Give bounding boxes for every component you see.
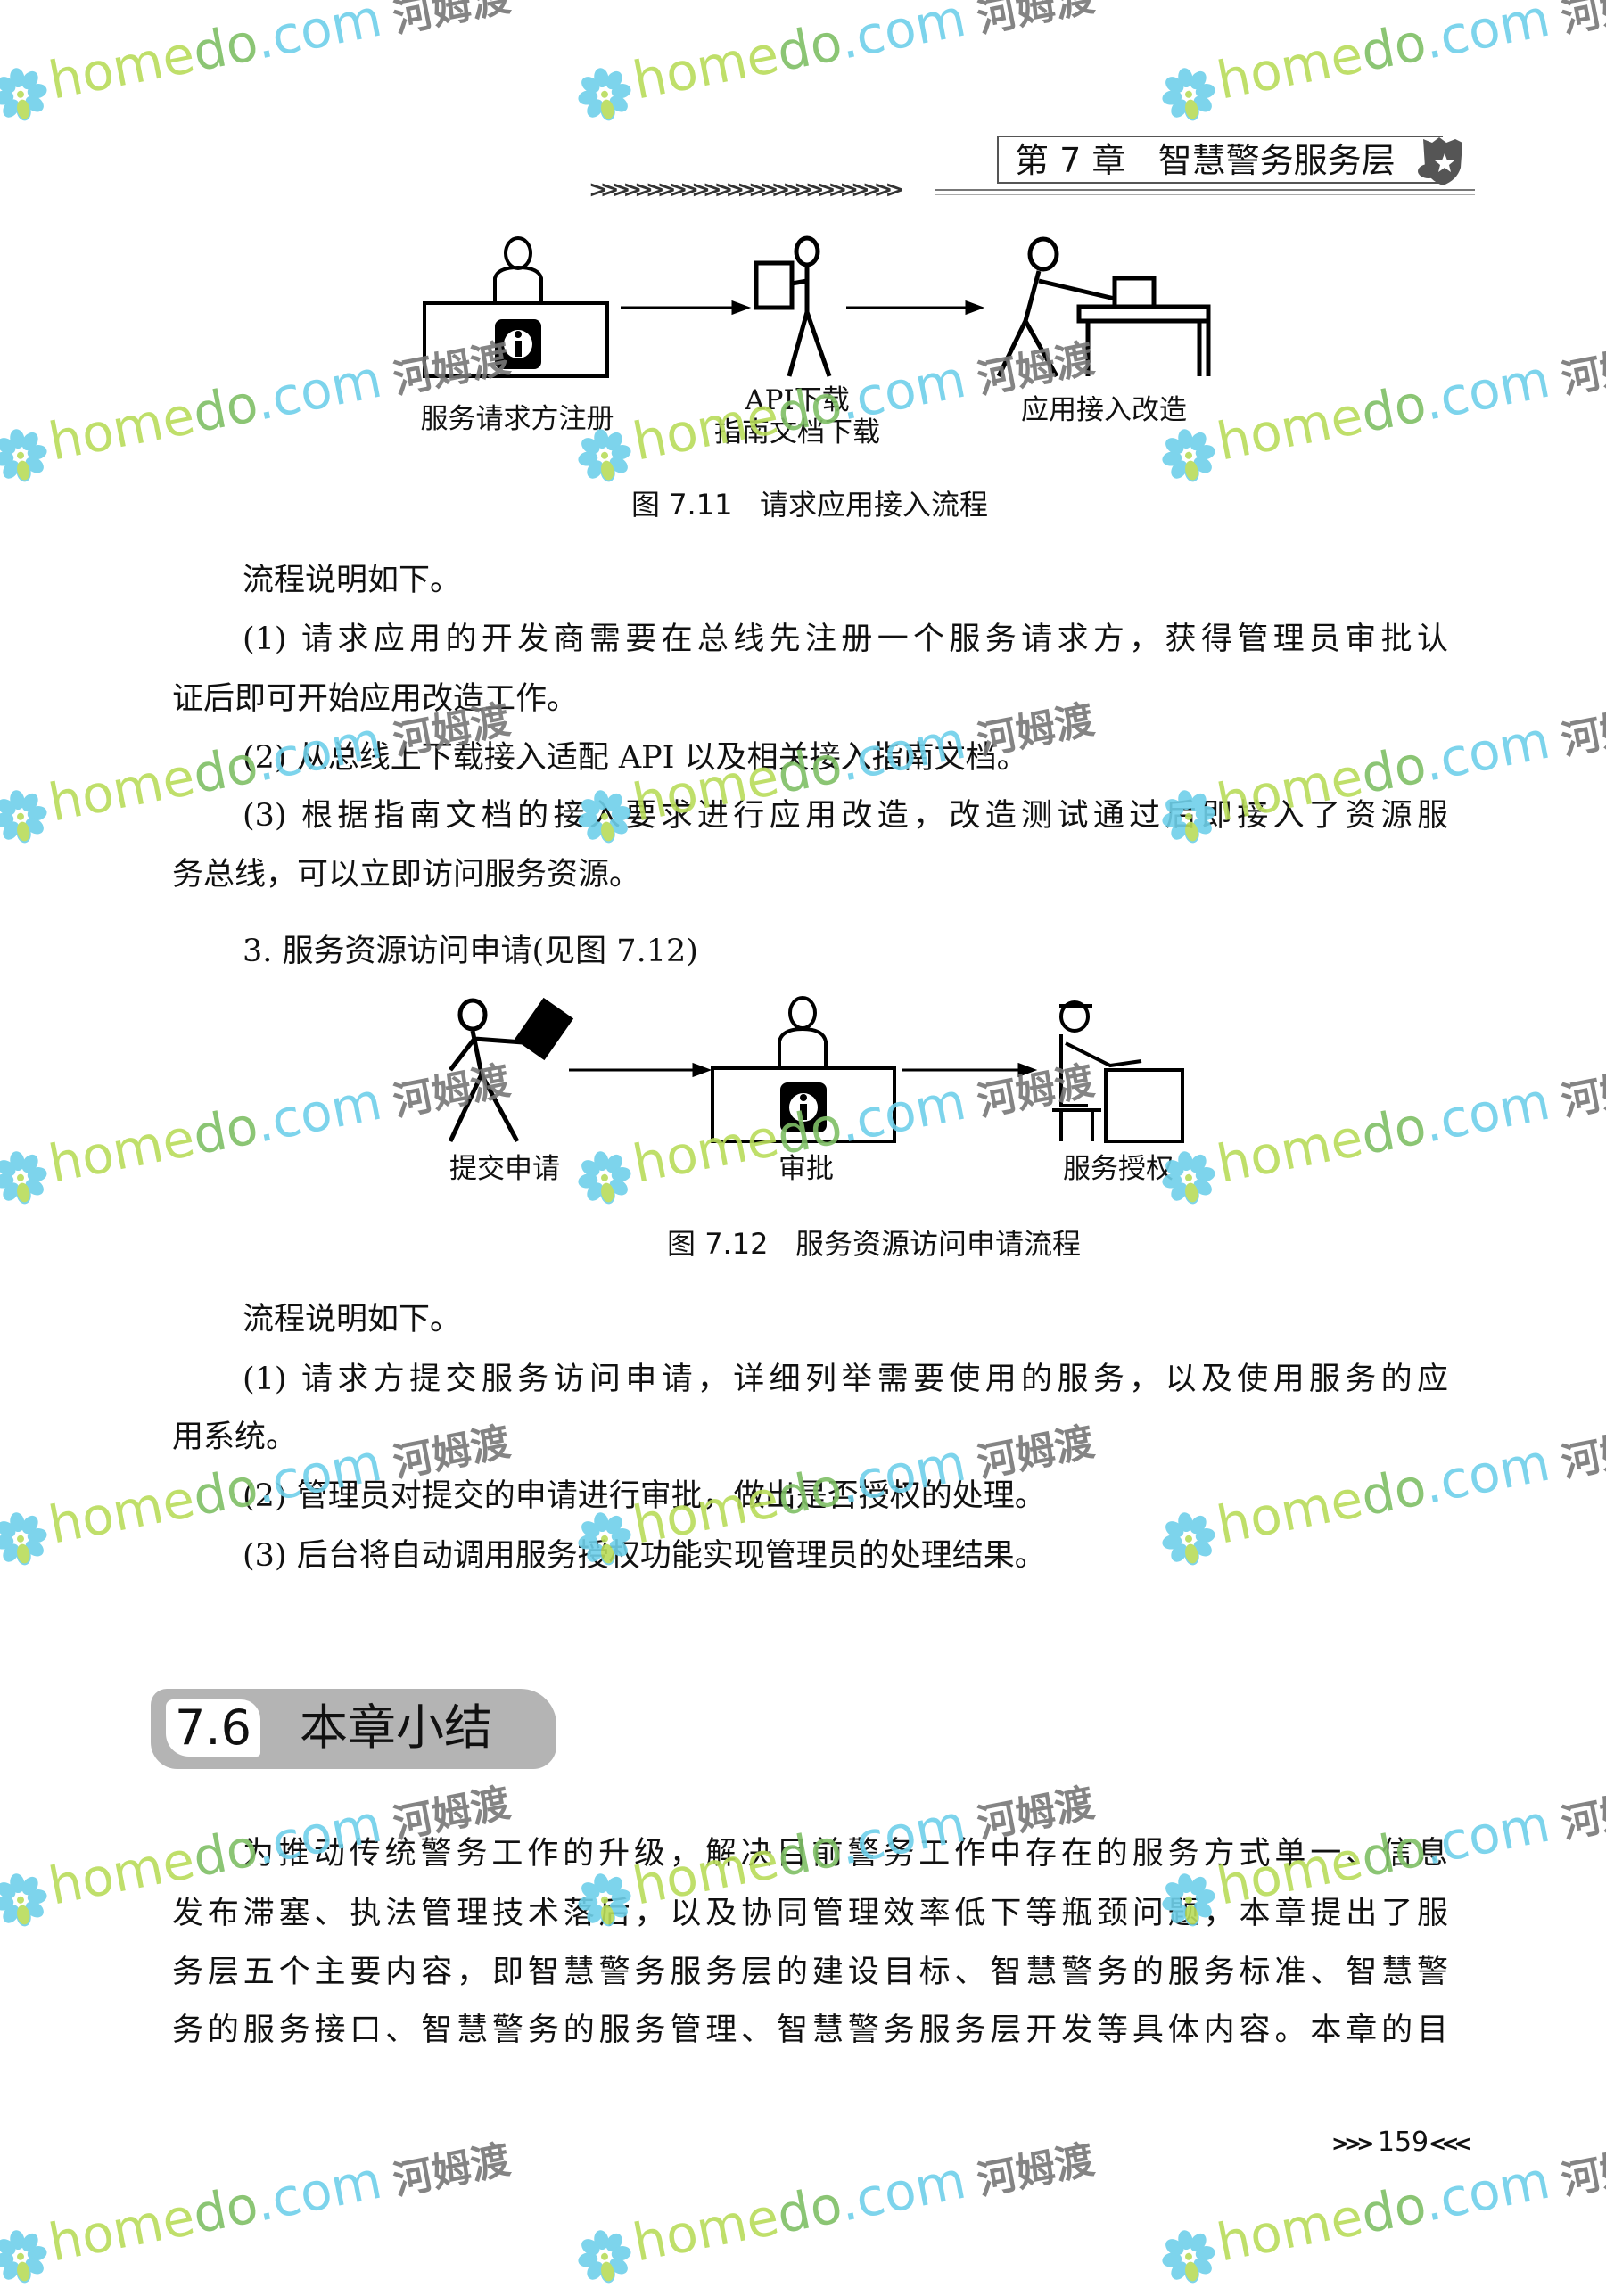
paragraph-line: (1) 请求应用的开发商需要在总线先注册一个服务请求方，获得管理员审批认 (243, 621, 1448, 657)
page-chevron-left: >>> (1331, 2131, 1374, 2156)
header-rule (935, 189, 1475, 191)
figure-caption: 图 7.11 请求应用接入流程 (631, 488, 988, 522)
page-number: >>> 159<<< (1331, 2127, 1472, 2160)
figure-caption: 图 7.12 服务资源访问申请流程 (667, 1227, 1081, 1261)
paragraph-line: 流程说明如下。 (243, 563, 462, 598)
step-label: 服务授权 (1063, 1153, 1174, 1185)
chapter-header-box (997, 136, 1443, 184)
paragraph-line: 务的服务接口、智慧警务的服务管理、智慧警务服务层开发等具体内容。本章的目 (172, 2012, 1448, 2048)
header-chevrons: >>>>>>>>>>>>>>>>>>>>>>>>>>> (589, 177, 904, 203)
step-label: 服务请求方注册 (420, 403, 614, 435)
step-label: 指南文档下载 (714, 416, 880, 449)
authorizer-at-desk-icon (1052, 1000, 1184, 1143)
arrow-1 (621, 300, 752, 316)
api-download-person-icon (754, 235, 832, 377)
paragraph-line: 证后即可开始应用改造工作。 (172, 681, 579, 717)
paragraph-line: 流程说明如下。 (243, 1302, 462, 1337)
paragraph-line: (3) 后台将自动调用服务授权功能实现管理员的处理结果。 (243, 1538, 1046, 1574)
chapter-title: 第 7 章 智慧警务服务层 (1015, 141, 1396, 180)
page-chevron-right: <<< (1429, 2131, 1471, 2156)
paragraph-line: 务总线，可以立即访问服务资源。 (172, 857, 641, 893)
police-badge-icon (1418, 137, 1462, 185)
paragraph-line: (2) 管理员对提交的申请进行审批，做出是否授权的处理。 (243, 1478, 1046, 1514)
header-rule-thin (935, 194, 1475, 195)
paragraph-line: 发布滞塞、执法管理技术落后，以及协同管理效率低下等瓶颈问题，本章提出了服 (172, 1896, 1448, 1931)
paragraph-line: (1) 请求方提交服务访问申请，详细列举需要使用的服务，以及使用服务的应 (243, 1362, 1448, 1397)
section-title: 本章小结 (300, 1699, 492, 1756)
step-label: 审批 (778, 1153, 834, 1185)
arrow-3 (569, 1062, 712, 1078)
step-label: 提交申请 (449, 1153, 560, 1185)
paragraph-line: (2) 从总线上下载接入适配 API 以及相关接入指南文档。 (243, 740, 1028, 776)
page-number-value: 159 (1377, 2127, 1429, 2158)
paragraph-line: 务层五个主要内容，即智慧警务服务层的建设目标、智慧警务的服务标准、智慧警 (172, 1954, 1448, 1990)
developer-at-workbench-icon (996, 236, 1211, 378)
subheading: 3. 服务资源访问申请(见图 7.12) (243, 934, 698, 969)
step-label: API下载 (745, 384, 850, 416)
applicant-walking-icon (448, 997, 574, 1143)
arrow-2 (846, 300, 985, 316)
arrow-4 (902, 1062, 1038, 1078)
approver-at-desk-icon (711, 996, 896, 1143)
section-number: 7.6 (166, 1699, 260, 1757)
paragraph-line: 用系统。 (172, 1420, 298, 1455)
paragraph-line: 为推动传统警务工作的升级，解决目前警务工作中存在的服务方式单一、信息 (243, 1836, 1448, 1872)
step-label: 应用接入改造 (1021, 394, 1187, 426)
paragraph-line: (3) 根据指南文档的接入要求进行应用改造，改造测试通过后即接入了资源服 (243, 798, 1448, 834)
registrant-at-desk-icon (423, 236, 609, 378)
